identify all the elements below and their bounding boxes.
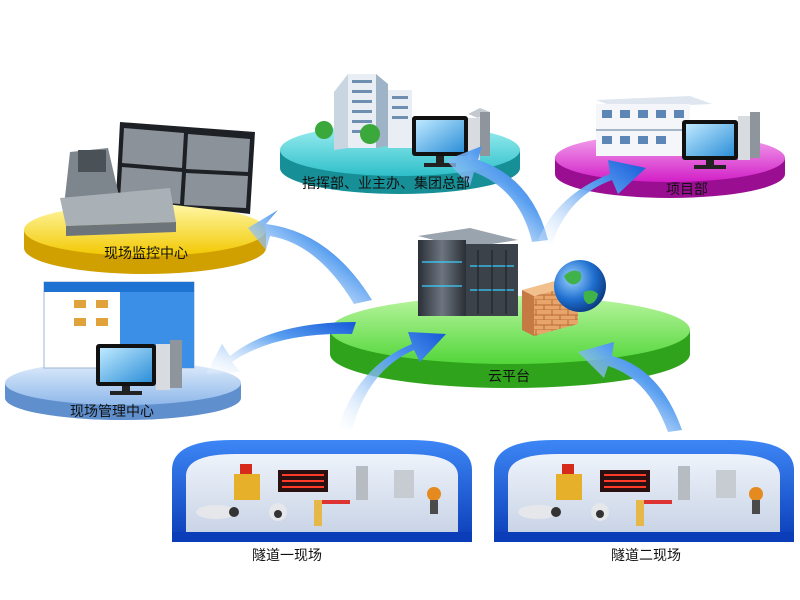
- tunnel-equipment-icon: [196, 464, 441, 526]
- management-center-node: [5, 281, 241, 420]
- hq-label: 指挥部、业主办、集团总部: [302, 176, 470, 192]
- monitor-center-node: [24, 122, 266, 274]
- arrow-from-tunnel-1: [338, 332, 446, 430]
- project-label: 项目部: [666, 182, 708, 198]
- arrow-to-hq: [446, 146, 548, 242]
- workstation-icon: [96, 340, 182, 395]
- tunnel-1-node: [172, 440, 472, 542]
- tunnel-2-label: 隧道二现场: [611, 548, 681, 564]
- arrow-to-monitor-center: [248, 210, 372, 304]
- arrow-from-tunnel-2: [578, 342, 682, 432]
- cloud-platform-label: 云平台: [488, 369, 530, 385]
- office-buildings-icon: [315, 74, 412, 150]
- workstation-icon: [682, 112, 760, 169]
- arrow-to-management-center: [206, 322, 356, 374]
- tunnel-2-node: [494, 440, 794, 542]
- globe-icon: [554, 260, 606, 312]
- tunnel-equipment-icon: [518, 464, 763, 526]
- management-center-label: 现场管理中心: [70, 404, 154, 420]
- workstation-icon: [412, 108, 490, 167]
- video-wall-console-icon: [60, 122, 255, 236]
- tunnel-1-label: 隧道一现场: [252, 548, 322, 564]
- site-office-building-icon: [596, 96, 712, 156]
- monitor-center-label: 现场监控中心: [104, 246, 188, 262]
- server-rack-icon: [418, 228, 518, 316]
- arrow-to-project: [538, 160, 646, 244]
- data-flow-arrows: [206, 146, 682, 432]
